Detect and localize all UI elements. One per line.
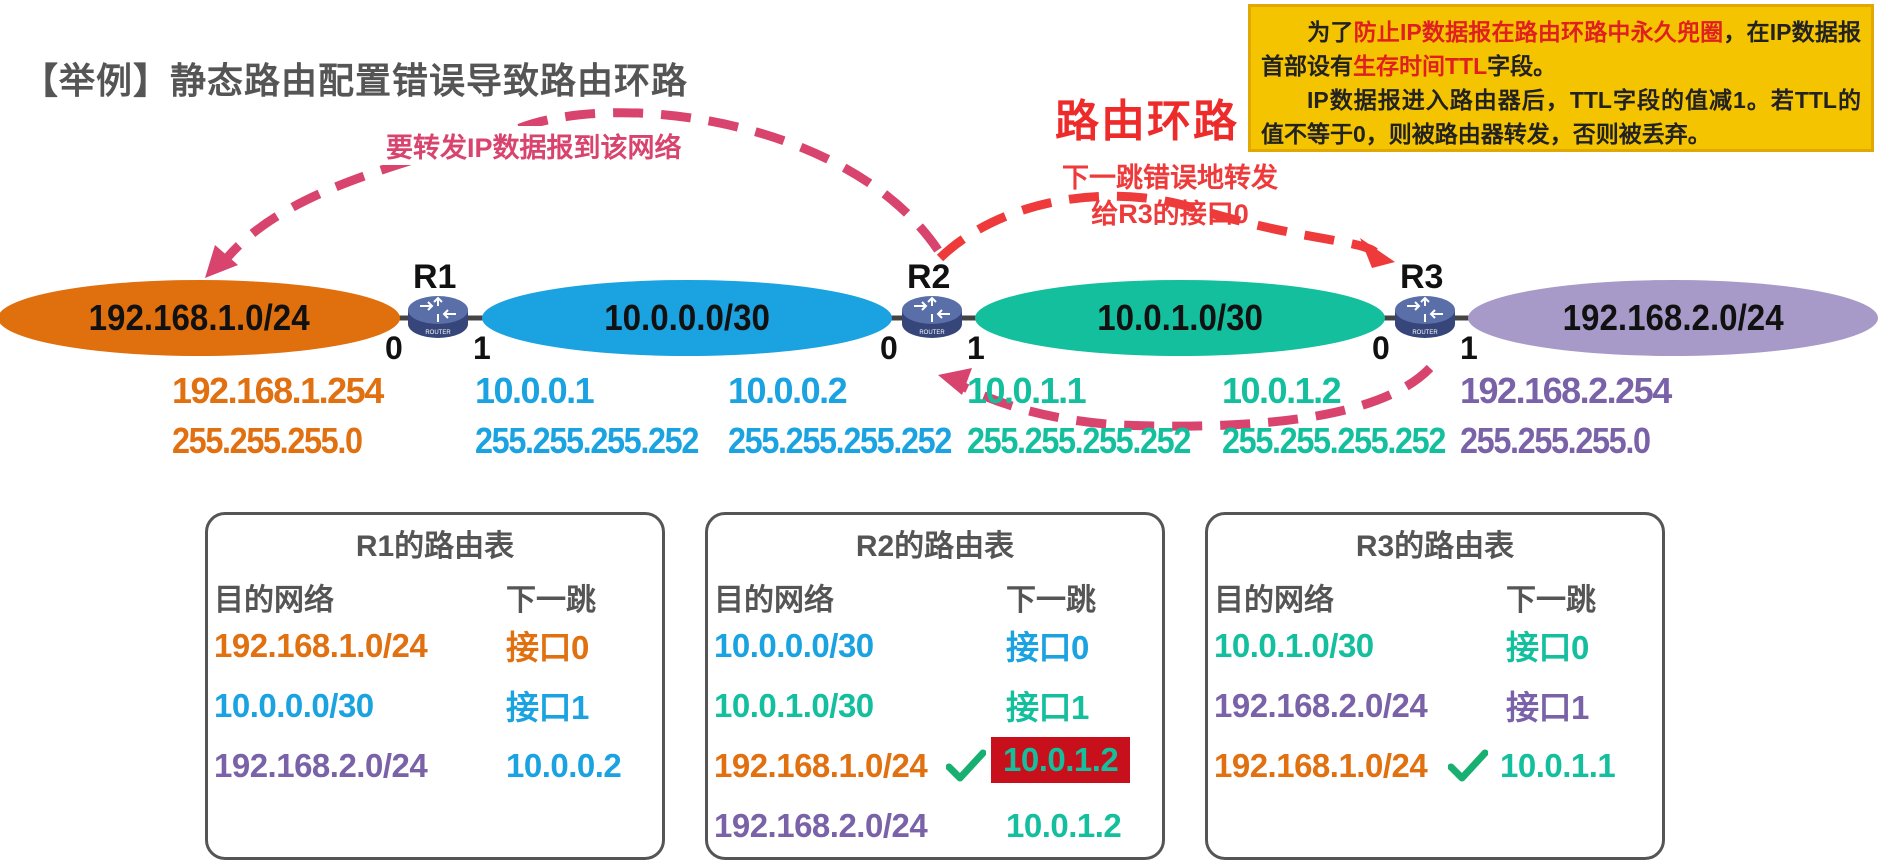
column-header-dest: 目的网络 <box>1214 584 1334 617</box>
check-icon <box>1448 749 1488 782</box>
table-row-dest: 10.0.0.0/30 <box>714 627 874 664</box>
info-text-3: 字段。 <box>1487 53 1557 79</box>
table-row-hop: 接口1 <box>1006 689 1089 726</box>
table-row-hop: 接口1 <box>1506 689 1589 726</box>
router-label-r2: R2 <box>907 258 951 296</box>
router-icon: ROUTER <box>902 296 962 338</box>
routing-table-r3: R3的路由表 目的网络 下一跳 10.0.1.0/30 接口0 192.168.… <box>1205 512 1665 860</box>
table-row-hop: 接口0 <box>1006 629 1089 666</box>
table-row-hop: 10.0.0.2 <box>506 747 622 784</box>
check-icon <box>946 749 986 782</box>
column-header-dest: 目的网络 <box>214 584 334 617</box>
svg-text:ROUTER: ROUTER <box>919 330 945 336</box>
wrong-hop-note: 下一跳错误地转发 给R3的接口0 <box>1062 163 1278 229</box>
loop-arrow-to-r3 <box>936 191 1378 262</box>
table-row-dest: 192.168.1.0/24 <box>214 627 428 664</box>
loop-arrow-to-r2 <box>957 364 1434 431</box>
router-icon: ROUTER <box>1395 296 1455 338</box>
r3-port-1: 1 <box>1460 330 1478 366</box>
info-highlight-2: 生存时间TTL <box>1353 53 1488 79</box>
column-header-hop: 下一跳 <box>1506 584 1596 617</box>
table-row-dest: 192.168.1.0/24 <box>1214 747 1428 784</box>
network-192-168-2: 192.168.2.0/24 <box>1468 280 1878 356</box>
svg-text:ROUTER: ROUTER <box>425 330 451 336</box>
r3-port-0: 0 <box>1372 330 1390 366</box>
table-row-hop: 接口0 <box>1506 629 1589 666</box>
forward-arrow <box>218 108 942 267</box>
router-label-r3: R3 <box>1400 258 1444 296</box>
wrong-next-hop: 10.0.1.2 <box>991 737 1131 783</box>
table-title: R1的路由表 <box>355 530 515 563</box>
table-row-hop: 接口1 <box>506 689 589 726</box>
table-row-hop: 10.0.1.2 <box>1006 807 1122 844</box>
routing-table-r2: R2的路由表 目的网络 下一跳 10.0.0.0/30 接口0 10.0.1.0… <box>705 512 1165 860</box>
table-row-dest: 192.168.2.0/24 <box>1214 687 1428 724</box>
loop-arrow-to-r2-head <box>938 368 972 395</box>
table-row-dest: 10.0.1.0/30 <box>1214 627 1374 664</box>
ttl-info-box: 为了防止IP数据报在路由环路中永久兜圈，在IP数据报首部设有生存时间TTL字段。… <box>1248 4 1874 152</box>
network-192-168-1: 192.168.1.0/24 <box>0 280 400 356</box>
r1-port-1: 1 <box>473 330 491 366</box>
r2-port-1: 1 <box>967 330 985 366</box>
svg-text:ROUTER: ROUTER <box>1412 330 1438 336</box>
routing-loop-title: 路由环路 <box>1055 97 1239 146</box>
network-10-0-1: 10.0.1.0/30 <box>975 280 1385 356</box>
info-highlight-1: 防止IP数据报在路由环路中永久兜圈 <box>1353 19 1724 45</box>
forward-note: 要转发IP数据报到该网络 <box>380 126 688 165</box>
table-row-dest: 192.168.2.0/24 <box>214 747 428 784</box>
column-header-hop: 下一跳 <box>506 584 596 617</box>
r2-port-0: 0 <box>880 330 898 366</box>
table-row-dest: 192.168.1.0/24 <box>714 747 928 784</box>
column-header-hop: 下一跳 <box>1006 584 1096 617</box>
router-icon: ROUTER <box>408 296 468 338</box>
table-row-dest: 10.0.1.0/30 <box>714 687 874 724</box>
table-title: R2的路由表 <box>855 530 1015 563</box>
forward-arrow-head <box>205 245 238 278</box>
r1-port-0: 0 <box>385 330 403 366</box>
info-text-1: 为了 <box>1307 19 1354 45</box>
info-text-2: ，在IP数据报首部设有 <box>1261 19 1862 79</box>
table-row-hop: 接口0 <box>506 629 589 666</box>
loop-arrow-to-r3-head <box>1360 238 1395 268</box>
table-title: R3的路由表 <box>1355 530 1515 563</box>
router-label-r1: R1 <box>413 258 457 296</box>
routing-table-r1: R1的路由表 目的网络 下一跳 192.168.1.0/24 接口0 10.0.… <box>205 512 665 860</box>
table-row-hop: 10.0.1.1 <box>1500 747 1616 784</box>
info-text-4: IP数据报进入路由器后，TTL字段的值减1。若TTL的值不等于0，则被路由器转发… <box>1261 87 1861 147</box>
column-header-dest: 目的网络 <box>714 584 834 617</box>
table-row-dest: 192.168.2.0/24 <box>714 807 928 844</box>
table-row-dest: 10.0.0.0/30 <box>214 687 374 724</box>
network-10-0-0: 10.0.0.0/30 <box>482 280 892 356</box>
page-title: 【举例】静态路由配置错误导致路由环路 <box>22 60 689 101</box>
